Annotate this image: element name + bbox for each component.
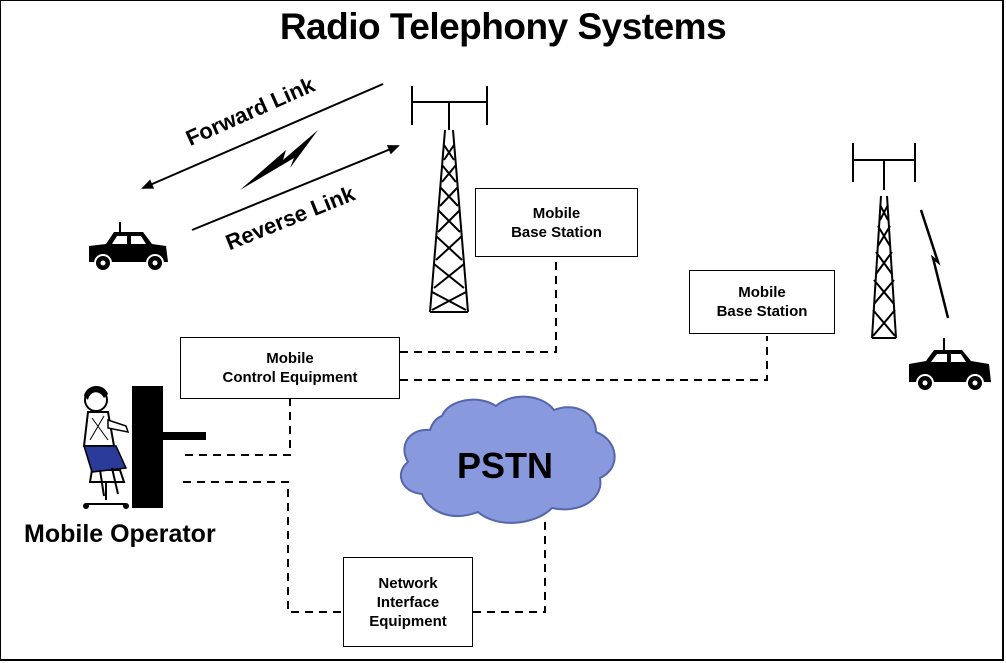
box-line: Network bbox=[378, 574, 438, 592]
car-icon bbox=[909, 338, 991, 392]
antenna-tower-icon bbox=[411, 86, 488, 313]
reverse-link-arrow bbox=[191, 145, 400, 231]
connector-control-to-operator bbox=[183, 398, 291, 456]
connector-network-interface-to-pstn bbox=[473, 520, 546, 613]
connector-control-to-base-station-2 bbox=[400, 336, 768, 381]
box-line: Base Station bbox=[511, 223, 602, 241]
box-line: Mobile bbox=[532, 204, 581, 222]
box-line: Interface bbox=[376, 593, 440, 611]
operator-label: Mobile Operator bbox=[24, 520, 216, 548]
lightning-bolt-icon bbox=[919, 209, 950, 319]
cloud-icon bbox=[399, 395, 616, 524]
base-station-box: Mobile Base Station bbox=[689, 270, 835, 334]
box-line: Control Equipment bbox=[222, 369, 358, 386]
control-equipment-box: Mobile Control Equipment bbox=[180, 337, 400, 399]
base-station-box: Mobile Base Station bbox=[475, 188, 638, 257]
box-line: Mobile bbox=[738, 284, 786, 301]
cloud-label: PSTN bbox=[457, 445, 553, 486]
box-line: Equipment bbox=[369, 612, 447, 630]
operator-icon bbox=[82, 385, 206, 509]
box-line: Base Station bbox=[716, 303, 808, 320]
antenna-tower-icon bbox=[852, 143, 916, 339]
connector-control-to-base-station-1 bbox=[400, 262, 557, 353]
diagram-title: Radio Telephony Systems bbox=[279, 6, 727, 47]
box-line: Mobile bbox=[266, 350, 314, 367]
forward-link-arrow bbox=[141, 83, 384, 189]
network-interface-box: Network Interface Equipment bbox=[343, 557, 473, 647]
lightning-bolt-icon bbox=[240, 130, 318, 190]
connection-lines bbox=[183, 262, 768, 613]
car-icon bbox=[89, 222, 168, 272]
connector-operator-to-network-interface bbox=[183, 481, 343, 613]
